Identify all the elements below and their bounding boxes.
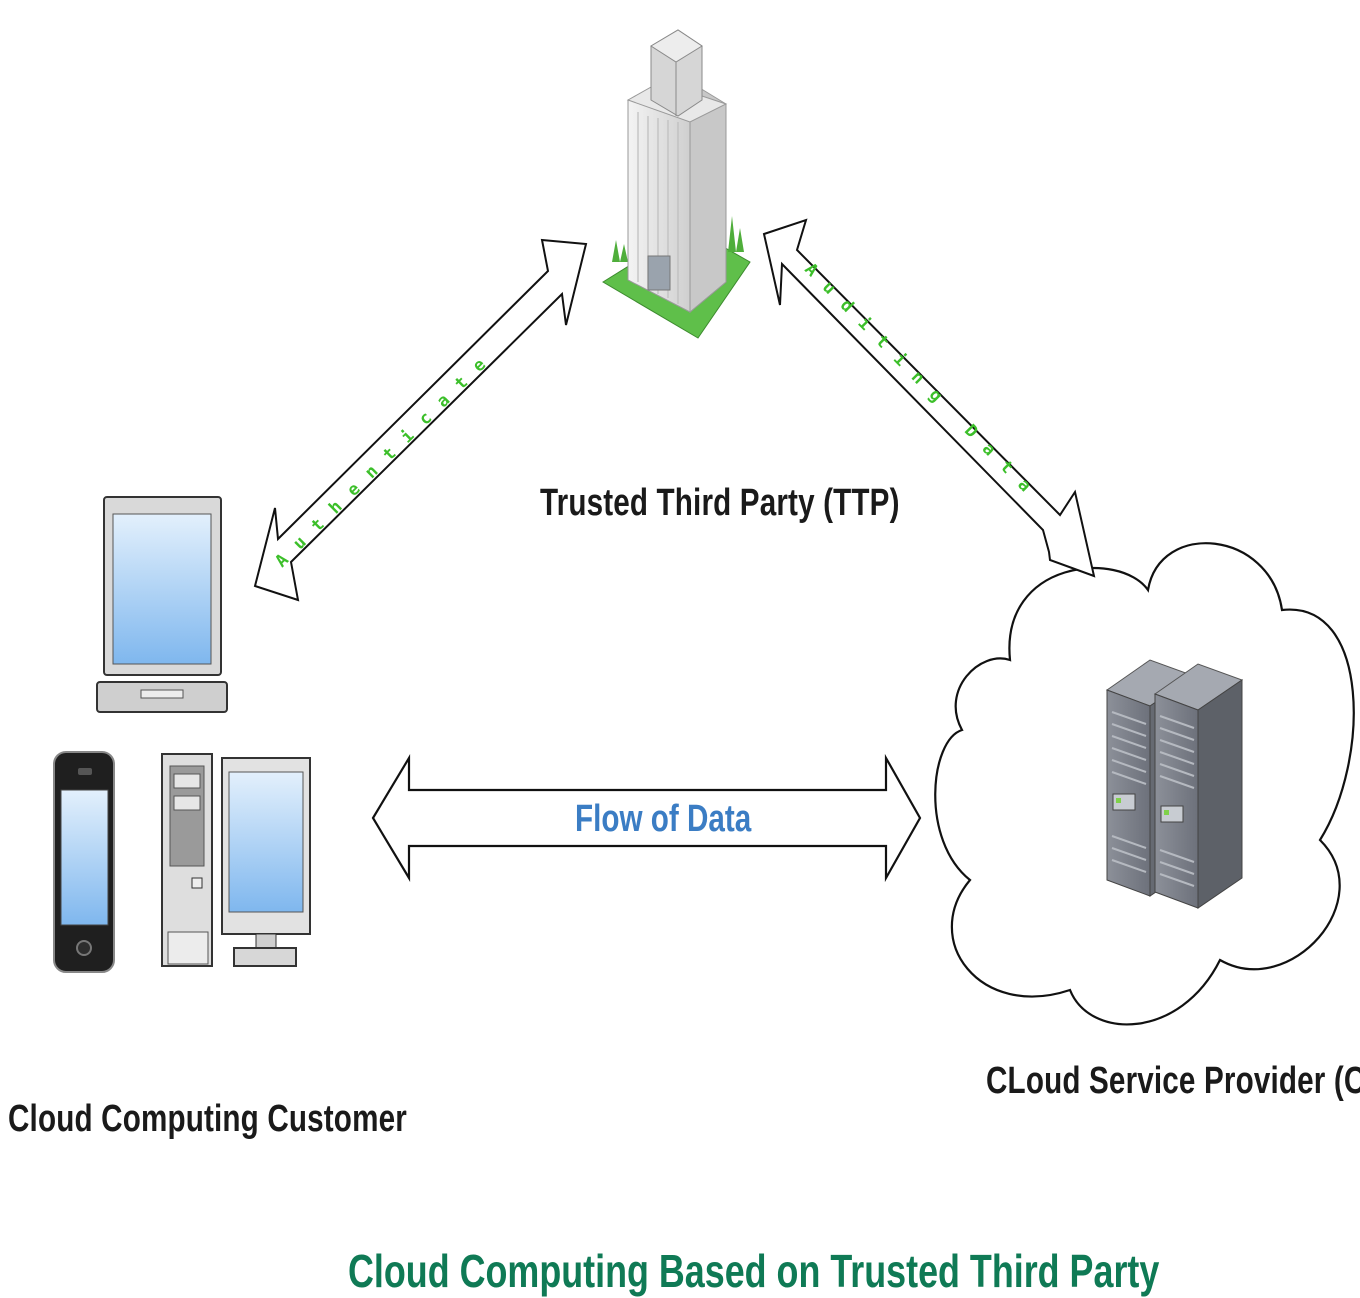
- laptop-icon: [96, 496, 228, 713]
- flow-of-data-label: Flow of Data: [575, 798, 752, 840]
- customer-label: Cloud Computing Customer: [8, 1098, 407, 1140]
- arrow-customer-ttp: Authenticate: [253, 238, 588, 602]
- arrow-label-authenticate: Authenticate: [271, 344, 500, 571]
- arrow-customer-csp: [371, 753, 922, 883]
- desktop-computer-icon: [161, 753, 311, 967]
- smartphone-icon: [53, 751, 115, 973]
- server-rack-icon: [1105, 659, 1244, 909]
- arrow-label-auditing-data: Auditing Data: [800, 259, 1045, 506]
- ttp-label: Trusted Third Party (TTP): [540, 482, 900, 524]
- csp-label: CLoud Service Provider (CSP): [986, 1060, 1360, 1102]
- diagram-title: Cloud Computing Based on Trusted Third P…: [348, 1245, 1160, 1297]
- building-icon: [602, 29, 751, 339]
